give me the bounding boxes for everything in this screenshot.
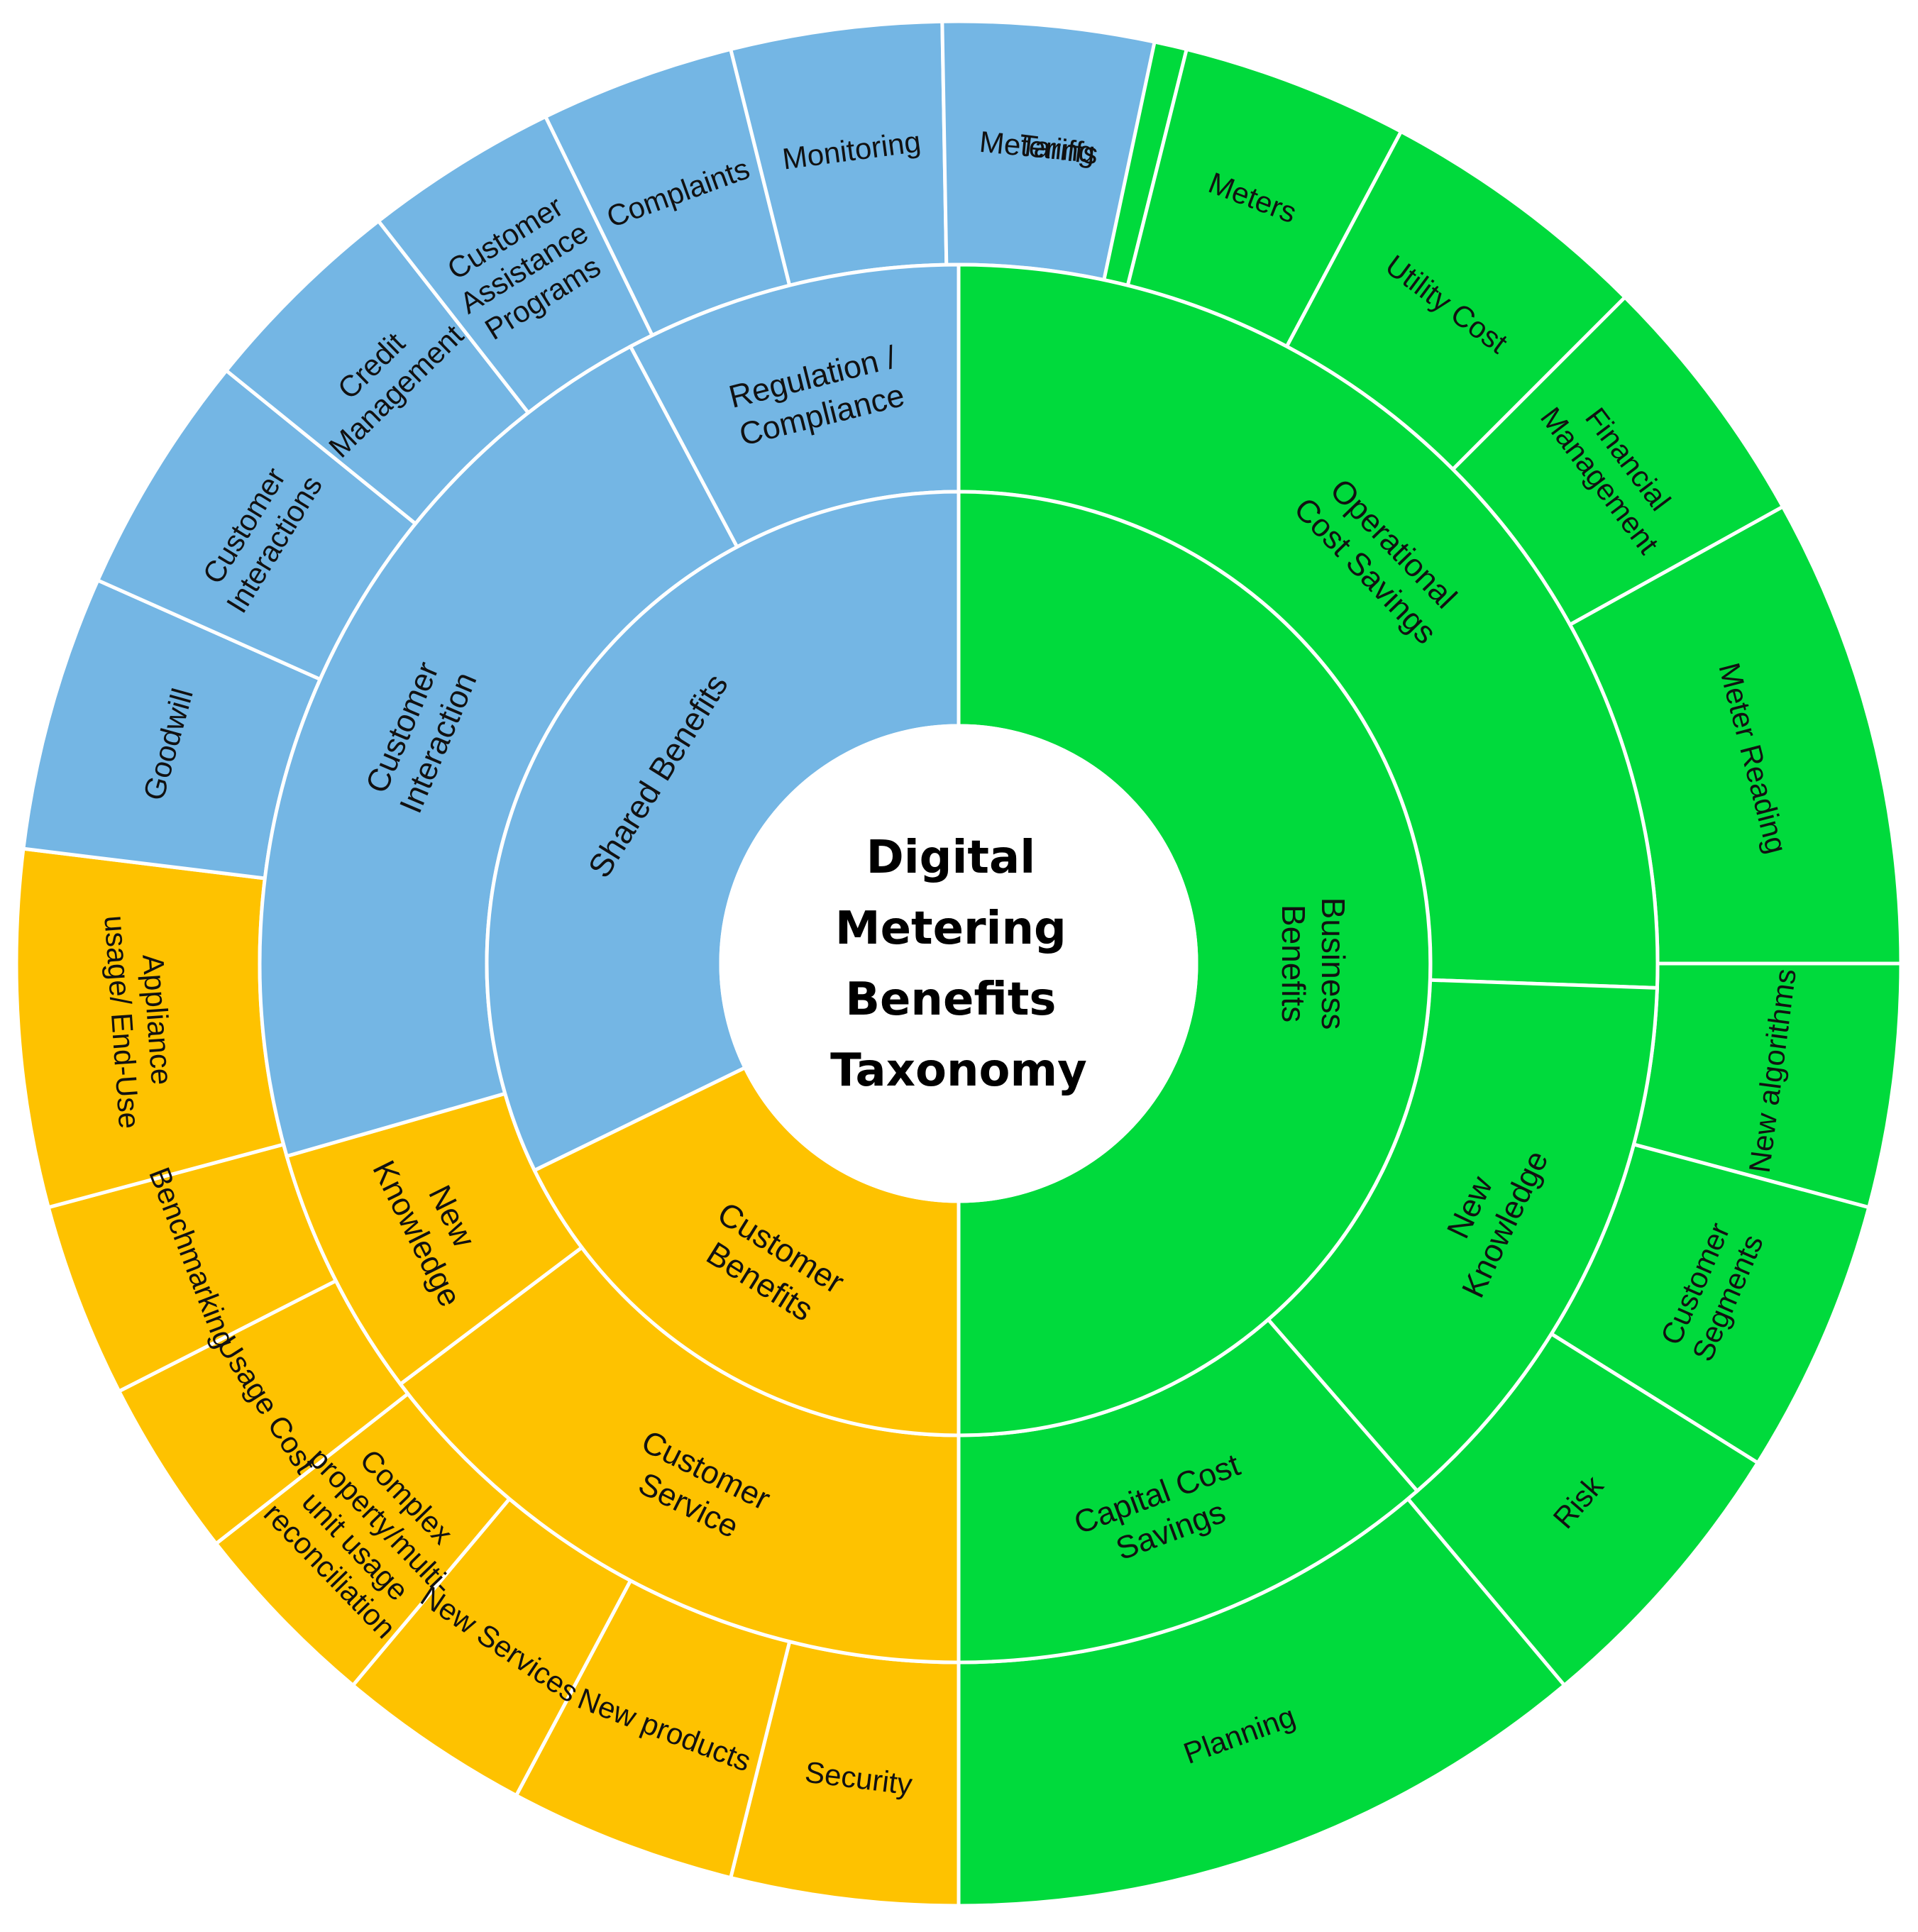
center-title: Digital Metering Benefits Taxonomy [830,832,1087,1097]
center-title-line-3: Benefits [845,973,1056,1026]
label-inner-business-line-2: Benefits [1275,905,1312,1022]
center-title-line-4: Taxonomy [830,1044,1087,1097]
center-circle [719,724,1198,1203]
ring-inner [485,490,1433,1437]
label-inner-business-line-1: Business [1315,898,1352,1030]
center-title-line-2: Metering [835,902,1067,955]
ring-middle [258,263,1660,1665]
label-inner-business: BusinessBenefits [1275,898,1352,1030]
center-hub: Digital Metering Benefits Taxonomy [719,724,1198,1203]
center-title-line-1: Digital [866,832,1036,884]
label-outer-complex-property: Complexproperty/multi-unit usagereconcil… [252,1417,485,1651]
ring-outer [14,19,1903,1908]
